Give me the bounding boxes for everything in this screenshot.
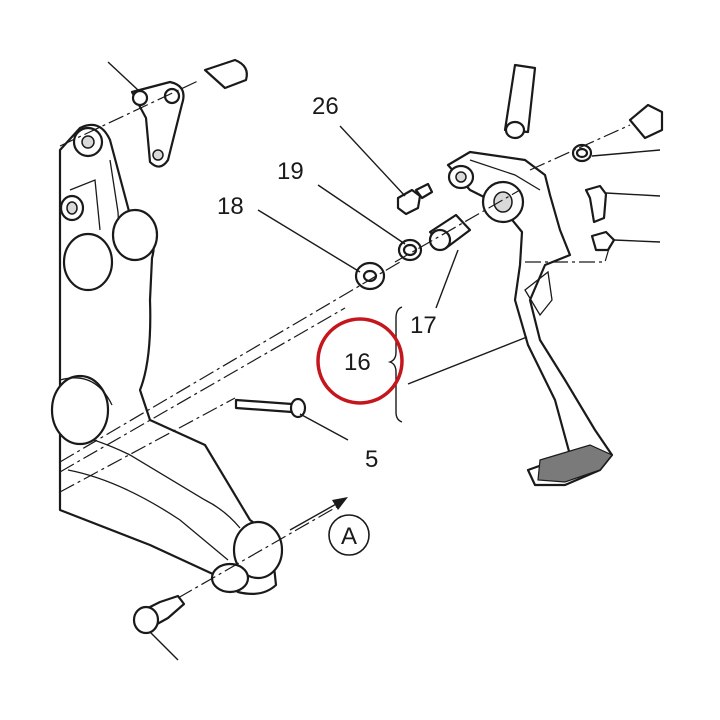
part-26-bolt xyxy=(396,182,434,216)
right-hardware xyxy=(571,103,664,252)
bottom-bolt xyxy=(132,594,186,661)
brake-pedal xyxy=(446,63,614,487)
callout-leaders xyxy=(257,125,528,441)
callout-labels: 26 19 18 17 16 5 xyxy=(217,93,437,473)
part-17-bushing xyxy=(428,213,472,252)
assembly-axes xyxy=(59,79,631,599)
label-16: 16 xyxy=(344,349,371,376)
footrest-bracket xyxy=(50,123,284,595)
label-18: 18 xyxy=(217,193,244,220)
label-19: 19 xyxy=(277,158,304,185)
view-a-circle xyxy=(328,514,370,556)
label-5: 5 xyxy=(365,446,378,473)
upper-linkage xyxy=(107,58,248,168)
view-a-arrow: A xyxy=(289,497,370,556)
part-18-washer xyxy=(354,261,386,291)
label-17: 17 xyxy=(410,312,437,339)
label-a: A xyxy=(341,523,357,550)
label-26: 26 xyxy=(312,93,339,120)
highlight-circle xyxy=(316,317,404,405)
part-19-oring xyxy=(397,238,423,262)
part-5-pin xyxy=(234,397,307,419)
